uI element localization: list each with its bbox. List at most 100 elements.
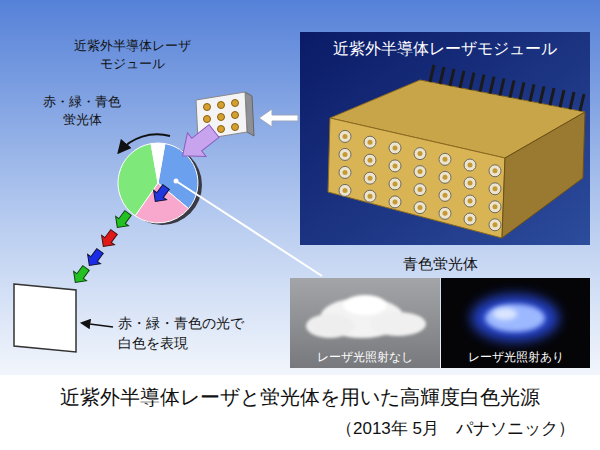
connector-pin	[418, 151, 423, 156]
phosphor-powder	[306, 295, 426, 338]
connector-body	[364, 172, 376, 184]
connector	[339, 148, 351, 160]
laser-beam-arrow	[173, 119, 223, 167]
green-light-arrow	[69, 263, 93, 287]
powder	[306, 314, 354, 338]
connector	[339, 130, 351, 142]
connector-pin	[368, 140, 373, 145]
connector-body	[489, 219, 501, 231]
note-label: 赤・緑・青色の光で 白色を表現	[118, 314, 260, 353]
connector-pin	[393, 163, 398, 168]
connector-pin	[443, 157, 448, 162]
connector-pin	[418, 187, 423, 192]
connector-body	[439, 171, 451, 183]
dot	[218, 126, 225, 133]
connector	[464, 159, 476, 171]
pointer-line	[82, 323, 113, 327]
connector	[389, 160, 401, 172]
dot	[204, 116, 211, 123]
connector-body	[489, 201, 501, 213]
connector-pin	[343, 134, 348, 139]
connector	[339, 184, 351, 196]
red-light-arrow	[97, 227, 121, 251]
blue-glow	[471, 294, 559, 342]
connector-pin	[343, 188, 348, 193]
wheel-white	[151, 143, 165, 183]
connector	[439, 207, 451, 219]
connector-pin	[468, 181, 473, 186]
green-light-arrow	[111, 208, 135, 232]
connector	[464, 195, 476, 207]
connector-pin	[468, 163, 473, 168]
powder	[370, 312, 426, 336]
connector-body	[389, 142, 401, 154]
heat-sink-fins	[430, 65, 584, 111]
connector	[489, 201, 501, 213]
dot	[218, 114, 225, 121]
connector-pin	[493, 204, 498, 209]
background	[0, 0, 600, 375]
connector-pin	[393, 181, 398, 186]
connector-body	[339, 148, 351, 160]
connector	[389, 196, 401, 208]
connector-pin	[493, 222, 498, 227]
connector-body	[439, 207, 451, 219]
dot	[232, 112, 239, 119]
connector	[464, 213, 476, 225]
dot	[204, 104, 211, 111]
connector-body	[339, 130, 351, 142]
connector	[364, 136, 376, 148]
blue-light-arrow	[83, 246, 107, 270]
title-band	[0, 375, 600, 450]
connector	[414, 166, 426, 178]
connector-pin	[418, 205, 423, 210]
connector	[364, 154, 376, 166]
connector-pin	[418, 169, 423, 174]
connector-pin	[443, 193, 448, 198]
photo-panel: 近紫外半導体レーザモジュール	[300, 32, 590, 245]
connector	[439, 171, 451, 183]
panel-caption: 近紫外半導体レーザモジュール	[333, 38, 557, 60]
connector	[464, 177, 476, 189]
connector-body	[339, 184, 351, 196]
wheel-green	[118, 144, 158, 216]
connector	[364, 190, 376, 202]
module-photo	[300, 32, 590, 245]
part-label: 赤・緑・青色 蛍光体	[38, 93, 126, 129]
connector-body	[489, 165, 501, 177]
connector	[339, 166, 351, 178]
connector	[389, 142, 401, 154]
module-front	[328, 118, 505, 238]
blue-glow	[485, 304, 545, 332]
connector-body	[439, 189, 451, 201]
connector-body	[389, 160, 401, 172]
connector	[489, 165, 501, 177]
connector-pin	[368, 194, 373, 199]
powder	[343, 295, 387, 315]
connector	[489, 183, 501, 195]
connector-pin	[493, 168, 498, 173]
leader-dot	[174, 179, 179, 184]
connector-body	[464, 195, 476, 207]
blue-light-arrow	[149, 182, 173, 206]
photo-heading: 青色蛍光体	[290, 253, 590, 274]
connector	[414, 148, 426, 160]
caption: （2013年 5月 パナソニック）	[250, 417, 575, 441]
connector-pin	[468, 199, 473, 204]
connector	[364, 172, 376, 184]
connector-pin	[443, 211, 448, 216]
connector-body	[364, 154, 376, 166]
connector-body	[339, 166, 351, 178]
dot	[232, 100, 239, 107]
connector	[414, 184, 426, 196]
connector	[439, 189, 451, 201]
phosphor-photo-on	[441, 278, 590, 368]
connector	[414, 202, 426, 214]
connector-pin	[393, 145, 398, 150]
connector-pin	[468, 217, 473, 222]
pointer-arrow	[259, 109, 298, 127]
connector-pin	[493, 186, 498, 191]
dot	[218, 102, 225, 109]
